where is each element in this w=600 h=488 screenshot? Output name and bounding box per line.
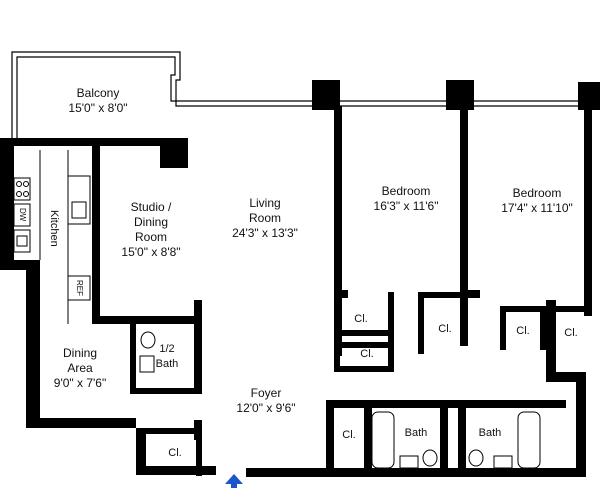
bath-fixtures — [139, 331, 541, 469]
balcony-railing — [11, 51, 600, 140]
columns — [160, 80, 600, 168]
studio-dining-label: Studio / Dining Room 15'0" x 8'8" — [121, 200, 181, 259]
closet-label: Cl. — [354, 313, 368, 325]
closet-label: Cl. — [342, 429, 356, 441]
entry-arrow-icon — [225, 474, 243, 488]
closet-label: Cl. — [516, 325, 530, 337]
dining-area-label: Dining Area 9'0" x 7'6" — [53, 346, 107, 390]
exterior-walls — [0, 138, 586, 477]
bedroom2-label: Bedroom 17'4" x 11'10" — [501, 186, 573, 215]
balcony-label: Balcony 15'0" x 8'0" — [68, 86, 128, 115]
closet-label: Cl. — [360, 348, 374, 360]
kitchen-label: Kitchen — [48, 210, 60, 247]
dishwasher-label: DW — [18, 208, 27, 222]
refrigerator-label: REF — [75, 280, 84, 296]
foyer-label: Foyer 12'0" x 9'6" — [236, 386, 296, 415]
half-bath-label: 1/2 Bath — [155, 343, 179, 370]
bedroom1-label: Bedroom 16'3" x 11'6" — [373, 184, 439, 213]
closet-label: Cl. — [168, 447, 182, 459]
bath2-label: Bath — [478, 427, 502, 439]
closet-label: Cl. — [438, 323, 452, 335]
closet-label: Cl. — [564, 327, 578, 339]
kitchen-fixtures — [13, 150, 91, 324]
living-room-label: Living Room 24'3" x 13'3" — [232, 196, 298, 240]
interior-walls — [92, 106, 592, 476]
bath1-label: Bath — [404, 427, 428, 439]
